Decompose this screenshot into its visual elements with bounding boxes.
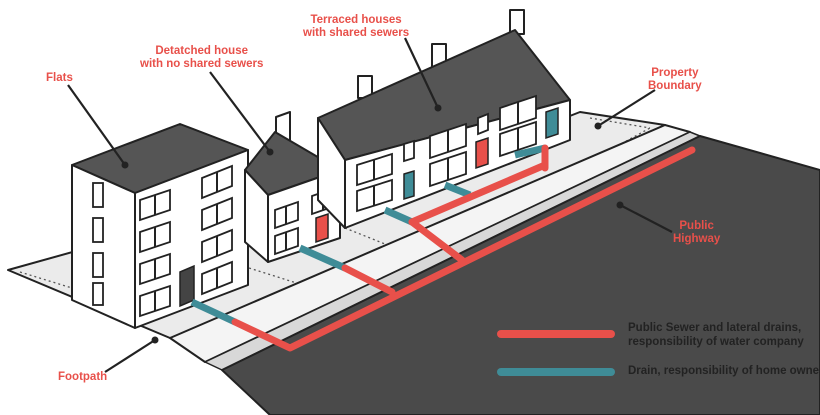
terraced-door-1	[403, 169, 415, 201]
legend-public-sewer-text: Public Sewer and lateral drains, respons…	[628, 322, 804, 348]
flats-door	[179, 264, 195, 308]
legend-public-sewer-swatch	[497, 330, 615, 338]
leader-lines	[67, 37, 673, 373]
footpath-label: Footpath	[58, 371, 108, 383]
public-sewer	[231, 144, 696, 352]
detached-house-label: Detatched house with no shared sewers	[140, 45, 264, 70]
road-surface	[221, 135, 820, 415]
legend-private-drain-swatch	[497, 368, 615, 376]
terraced-door-3	[545, 106, 559, 140]
flats-building	[71, 123, 249, 329]
legend-private-drain-text: Drain, responsibility of home owner	[628, 365, 820, 377]
terraced-door-2	[475, 136, 489, 170]
flats-label: Flats	[46, 72, 73, 84]
private-drains	[190, 144, 546, 326]
detached-door	[315, 212, 329, 244]
public-highway-label: Public Highway	[673, 220, 721, 245]
property-boundary-label: Property Boundary	[648, 67, 702, 92]
terraced-houses-label: Terraced houses with shared sewers	[303, 14, 410, 39]
terraced-houses	[317, 9, 571, 229]
